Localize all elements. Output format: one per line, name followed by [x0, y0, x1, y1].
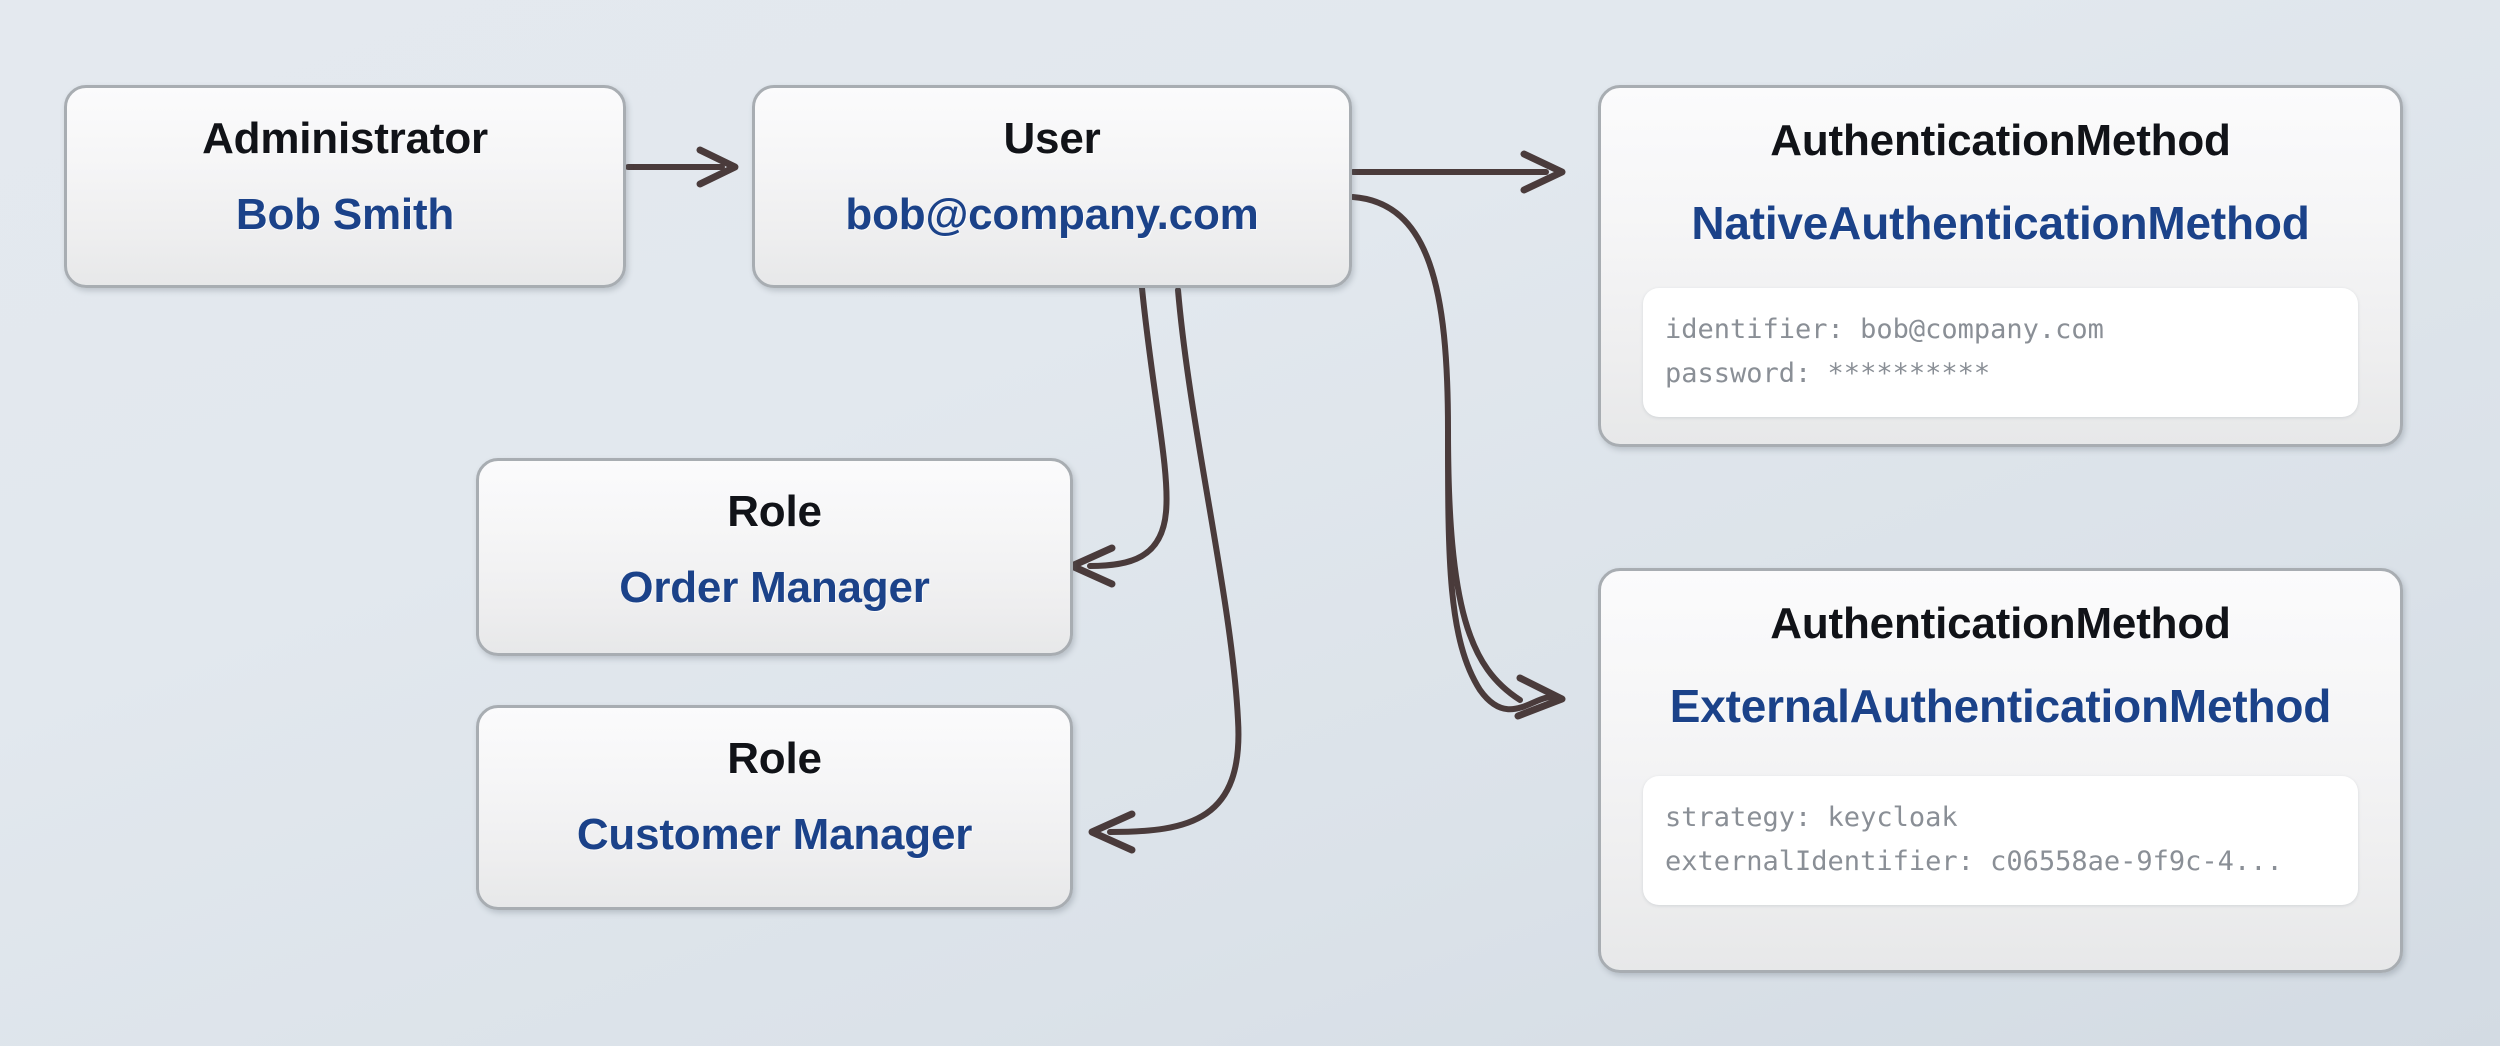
property-row: identifier: bob@company.com — [1665, 314, 2104, 345]
edge-user-to-native-auth — [1350, 150, 1566, 194]
property-row: externalIdentifier: c06558ae-9f9c-4... — [1665, 845, 2283, 877]
node-user-type: User — [1003, 114, 1101, 163]
node-external-auth-properties: strategy: keycloak externalIdentifier: c… — [1643, 776, 2358, 906]
node-role-order-manager-type: Role — [727, 487, 822, 536]
node-user-value: bob@company.com — [845, 190, 1259, 239]
property-row: strategy: keycloak — [1665, 802, 1958, 833]
node-role-customer-manager[interactable]: Role Customer Manager — [476, 705, 1073, 910]
edge-user-to-role-order-manager — [1068, 285, 1170, 588]
edge-user-to-external-auth — [1350, 194, 1566, 720]
node-native-auth-value: NativeAuthenticationMethod — [1691, 197, 2310, 249]
node-external-auth-type: AuthenticationMethod — [1770, 599, 2231, 648]
node-role-order-manager[interactable]: Role Order Manager — [476, 458, 1073, 656]
node-role-customer-manager-type: Role — [727, 734, 822, 783]
node-role-customer-manager-value: Customer Manager — [576, 810, 973, 859]
node-native-auth[interactable]: AuthenticationMethod NativeAuthenticatio… — [1598, 85, 2403, 447]
node-administrator-type: Administrator — [202, 114, 488, 163]
node-native-auth-properties: identifier: bob@company.com password: **… — [1643, 288, 2358, 418]
edge-administrator-to-user — [625, 146, 739, 188]
edge-user-to-role-customer-manager — [1088, 287, 1242, 854]
node-administrator-value: Bob Smith — [235, 190, 455, 239]
node-external-auth[interactable]: AuthenticationMethod ExternalAuthenticat… — [1598, 568, 2403, 973]
property-row: password: ********** — [1665, 357, 1991, 389]
node-role-order-manager-value: Order Manager — [619, 563, 930, 612]
node-administrator[interactable]: Administrator Bob Smith — [64, 85, 626, 288]
node-user[interactable]: User bob@company.com — [752, 85, 1352, 288]
node-external-auth-value: ExternalAuthenticationMethod — [1669, 680, 2332, 732]
node-native-auth-type: AuthenticationMethod — [1770, 116, 2231, 165]
